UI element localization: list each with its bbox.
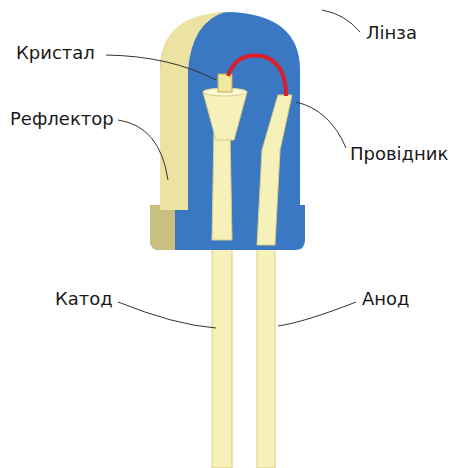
leader-line: [106, 55, 216, 80]
leader-line: [278, 302, 356, 326]
cathode-leg: [212, 225, 232, 468]
leader-line: [118, 302, 216, 328]
flange-rim: [150, 205, 175, 250]
bond-wire: [228, 55, 286, 96]
part-label: Провідник: [350, 143, 448, 165]
leader-lines: [106, 10, 360, 328]
anode-leg: [257, 240, 275, 468]
reflector-cup: [203, 92, 247, 140]
part-label: Лінза: [366, 22, 417, 44]
leader-line: [118, 120, 168, 180]
anode-post: [257, 95, 292, 245]
crystal: [218, 74, 232, 92]
part-label: Рефлектор: [10, 108, 114, 130]
part-label: Анод: [362, 288, 410, 310]
part-label: Катод: [55, 288, 113, 310]
leader-line: [296, 102, 346, 148]
part-label: Кристал: [16, 42, 95, 64]
cathode-post: [212, 130, 232, 240]
leader-line: [322, 10, 360, 32]
